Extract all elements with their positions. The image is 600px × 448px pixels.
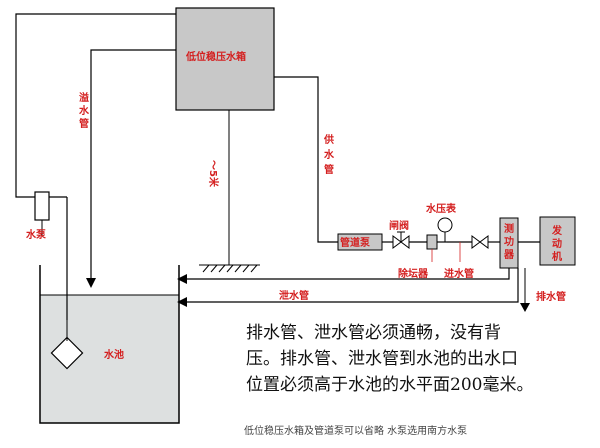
pool-label: 水池 xyxy=(103,348,124,361)
svg-text:溢: 溢 xyxy=(79,91,89,104)
gate-valve xyxy=(392,231,410,249)
dirt-remover xyxy=(426,234,438,250)
relief-arrow xyxy=(177,274,187,284)
svg-text:水: 水 xyxy=(78,104,90,117)
dirt-remover-label: 除坛器 xyxy=(398,267,429,280)
overflow-pipe-label: 溢 水 管 xyxy=(78,91,90,130)
note-line-2: 压。排水管、泄水管到水池的出水口 xyxy=(246,349,518,369)
return-arrow xyxy=(86,278,96,288)
svg-text:机: 机 xyxy=(552,250,562,263)
ground-hatch xyxy=(202,264,258,273)
svg-text:动: 动 xyxy=(552,237,562,250)
return-pipe xyxy=(90,49,176,282)
gate-valve-label: 闸阀 xyxy=(389,219,409,232)
gate-valve-2 xyxy=(471,235,489,249)
dynamometer-label-char: 测 xyxy=(504,222,514,235)
float-valve xyxy=(50,336,84,370)
footer-caption: 低位稳压水箱及管道泵可以省略 水泵选用南方水泵 xyxy=(244,426,468,437)
relief-pipe xyxy=(185,268,510,280)
pressure-gauge xyxy=(437,217,453,233)
supply-pipe xyxy=(274,76,338,243)
note-line-1: 排水管、泄水管必须通畅，没有背 xyxy=(246,323,501,343)
engine-label: 发 动 机 xyxy=(551,224,563,263)
svg-text:发: 发 xyxy=(551,224,563,237)
svg-text:供: 供 xyxy=(323,133,334,146)
water-pump-label: 水泵 xyxy=(25,228,47,241)
water-pump xyxy=(34,191,50,221)
dynamometer-label-char: 器 xyxy=(503,249,515,261)
low-pressure-tank xyxy=(175,7,275,111)
engine xyxy=(539,216,576,266)
pool-walls xyxy=(39,265,180,424)
overflow-pipe xyxy=(15,13,176,198)
drain-pipe-line xyxy=(185,268,519,303)
requirement-note: 排水管、泄水管必须通畅，没有背 压。排水管、泄水管到水池的出水口 位置必须高于水… xyxy=(246,320,596,398)
dynamometer-label-char: 功 xyxy=(504,235,514,248)
drain-pipe-label: 排水管 xyxy=(536,290,566,303)
tank-label: 低位稳压水箱 xyxy=(185,50,246,63)
drain-down-arrow xyxy=(520,303,530,312)
inlet-pipe-label: 进水管 xyxy=(444,267,474,280)
drain-arrow xyxy=(177,297,187,307)
dynamometer-label: 测功器 xyxy=(503,222,515,261)
svg-text:管: 管 xyxy=(324,163,334,176)
svg-text:管: 管 xyxy=(79,117,89,130)
supply-pipe-label: 供 水 管 xyxy=(323,133,335,176)
height-label: ～5米 xyxy=(207,160,220,188)
relief-pipe-label: 泄水管 xyxy=(279,289,309,302)
pressure-gauge-label: 水压表 xyxy=(425,202,457,215)
note-line-3: 位置必须高于水池的水平面200毫米。 xyxy=(246,375,534,395)
svg-text:水: 水 xyxy=(323,148,335,161)
pipeline-pump-label: 管道泵 xyxy=(340,236,371,249)
